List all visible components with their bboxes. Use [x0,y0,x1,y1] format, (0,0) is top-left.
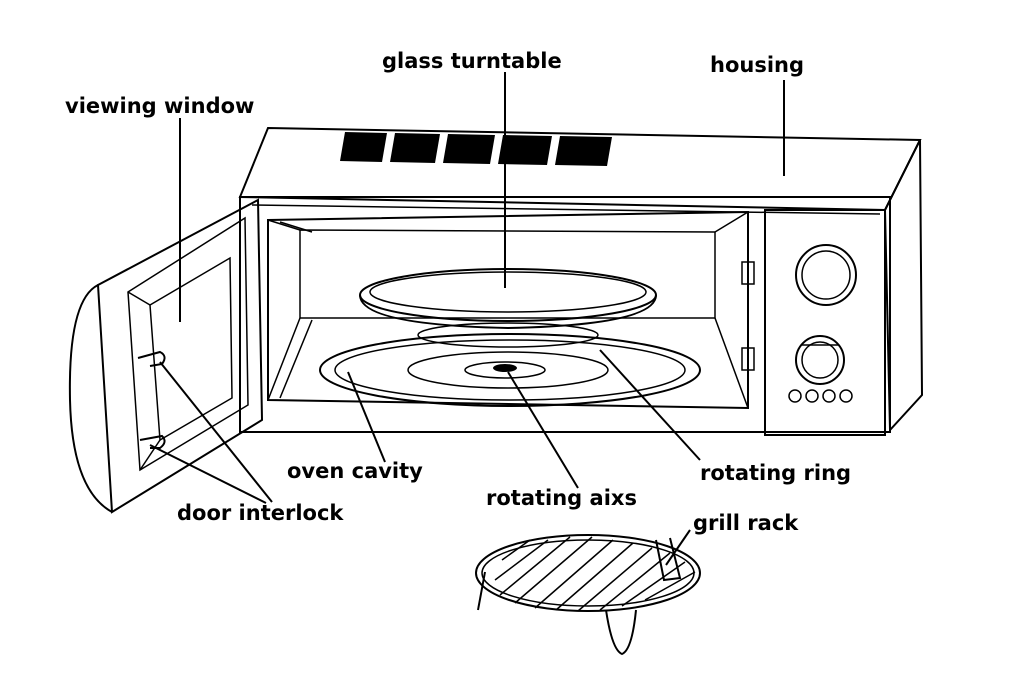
timer-dial[interactable] [795,335,845,385]
label-viewing-window: viewing window [65,94,254,118]
panel-button-2[interactable] [805,389,819,403]
label-housing: housing [710,53,804,77]
label-door-interlock: door interlock [177,501,344,525]
grill-rack [475,534,701,656]
top-dial[interactable] [795,244,857,306]
panel-button-4[interactable] [839,389,853,403]
door-interlock-hooks [137,350,166,449]
rotating-ring [319,333,701,407]
viewing-window-pane [149,256,233,442]
label-grill-rack: grill rack [693,511,799,535]
rotating-axis [464,361,546,379]
oven-cavity [267,210,749,410]
label-glass-turntable: glass turntable [382,49,562,73]
top-vents [340,132,612,166]
panel-button-3[interactable] [822,389,836,403]
label-rotating-axis: rotating aixs [486,486,637,510]
label-oven-cavity: oven cavity [287,459,423,483]
glass-turntable [359,268,657,348]
leader-lines [149,72,785,566]
control-panel [741,209,886,436]
label-rotating-ring: rotating ring [700,461,851,485]
panel-button-1[interactable] [788,389,802,403]
oven-door [68,198,264,514]
